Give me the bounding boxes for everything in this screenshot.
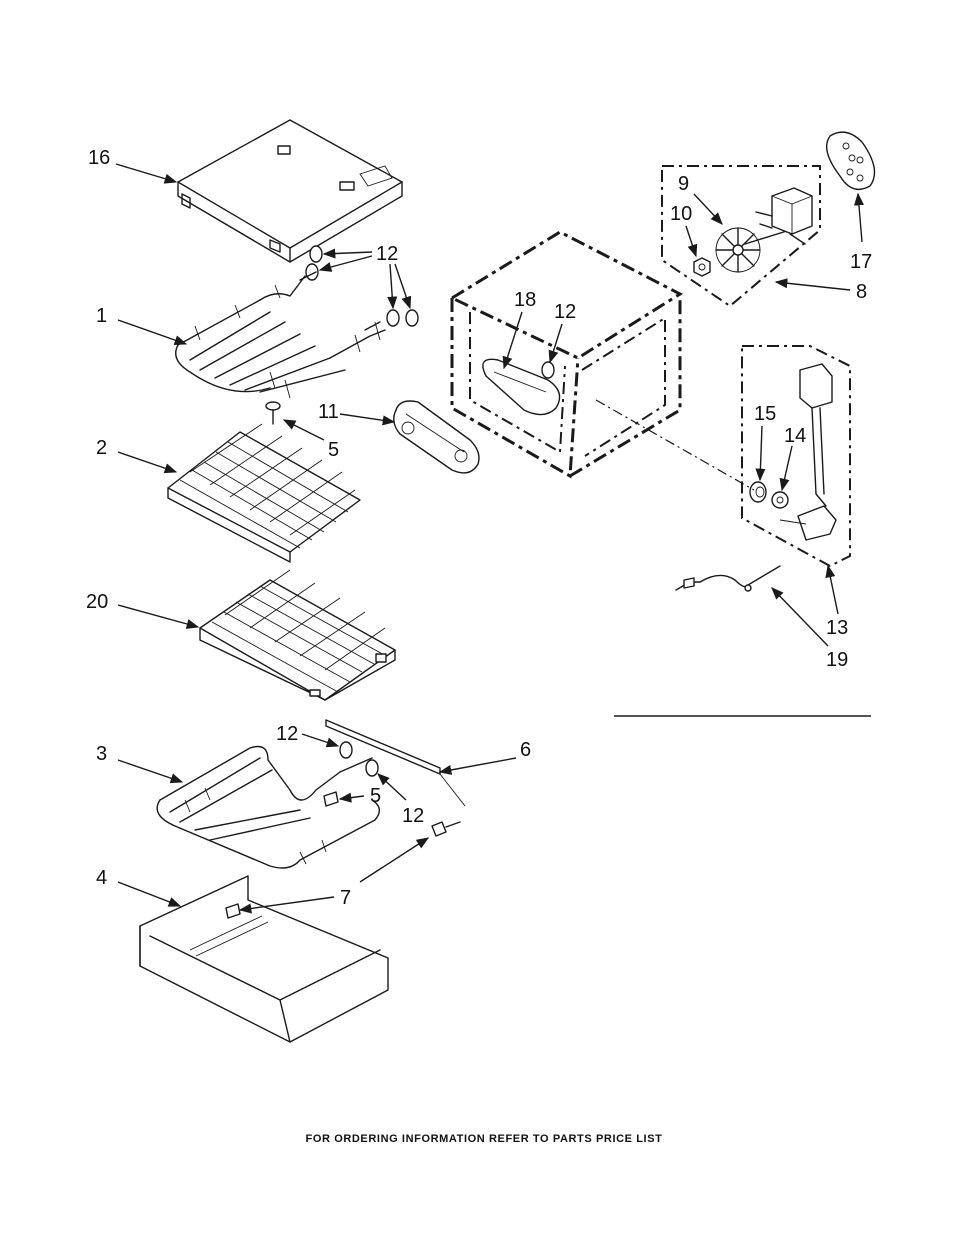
callout-20: 20: [86, 591, 108, 613]
part-20-rollout-rack: [199, 569, 396, 701]
callout-4: 4: [96, 867, 107, 889]
callout-12-cavity: 12: [554, 301, 576, 323]
part-14-lock-washer: [771, 491, 789, 509]
callout-labels: 16 12 1 5 2 20 11 18 12 9 10 17 8 15 14 …: [86, 147, 872, 909]
part-10-nut: [693, 257, 711, 277]
callout-15: 15: [754, 403, 776, 425]
part-16-top-panel: [177, 119, 403, 263]
callout-7: 7: [340, 887, 351, 909]
footer-note: FOR ORDERING INFORMATION REFER TO PARTS …: [306, 1133, 663, 1145]
callout-12-lower-left: 12: [276, 723, 298, 745]
part-13-sensor-assembly: [741, 345, 851, 568]
oven-cavity-outline: [448, 230, 684, 479]
part-8-convection-assembly: [661, 165, 821, 308]
callout-9: 9: [678, 173, 689, 195]
part-6-bracket: [325, 719, 466, 807]
callout-14: 14: [784, 425, 806, 447]
part-12-washers-lower: [339, 741, 379, 777]
callout-1: 1: [96, 305, 107, 327]
part-7-screw-right: [431, 821, 461, 837]
callout-19: 19: [826, 649, 848, 671]
convection-motor: [755, 187, 813, 245]
callout-16: 16: [88, 147, 110, 169]
part-11-light-housing: [393, 400, 480, 474]
callout-13: 13: [826, 617, 848, 639]
part-19-meat-probe: [675, 565, 781, 592]
callout-5-upper: 5: [328, 439, 339, 461]
part-17-gasket: [826, 131, 876, 190]
part-18-window-gasket: [482, 358, 561, 416]
part-1-bake-element: [175, 271, 386, 399]
callout-12-upper: 12: [376, 243, 398, 265]
part-15-sleeve: [749, 481, 767, 503]
callout-3: 3: [96, 743, 107, 765]
callout-2: 2: [96, 437, 107, 459]
part-5-screw-lower: [323, 791, 339, 807]
callout-6: 6: [520, 739, 531, 761]
part-3-broil-element: [156, 745, 380, 869]
part-5-screw-upper: [265, 401, 281, 425]
part-4-drip-pan: [139, 875, 389, 1043]
callout-11: 11: [318, 401, 339, 423]
temperature-sensor: [779, 363, 837, 541]
callout-18: 18: [514, 289, 536, 311]
callout-5-lower: 5: [370, 785, 381, 807]
part-9-fan-blade: [715, 227, 791, 273]
callout-17: 17: [850, 251, 872, 273]
callout-12-lower-right: 12: [402, 805, 424, 827]
callout-8: 8: [856, 281, 867, 303]
leader-lines: [115, 163, 864, 914]
callout-10: 10: [670, 203, 692, 225]
part-12-washer-cavity: [541, 361, 555, 379]
part-2-oven-rack: [167, 423, 361, 563]
